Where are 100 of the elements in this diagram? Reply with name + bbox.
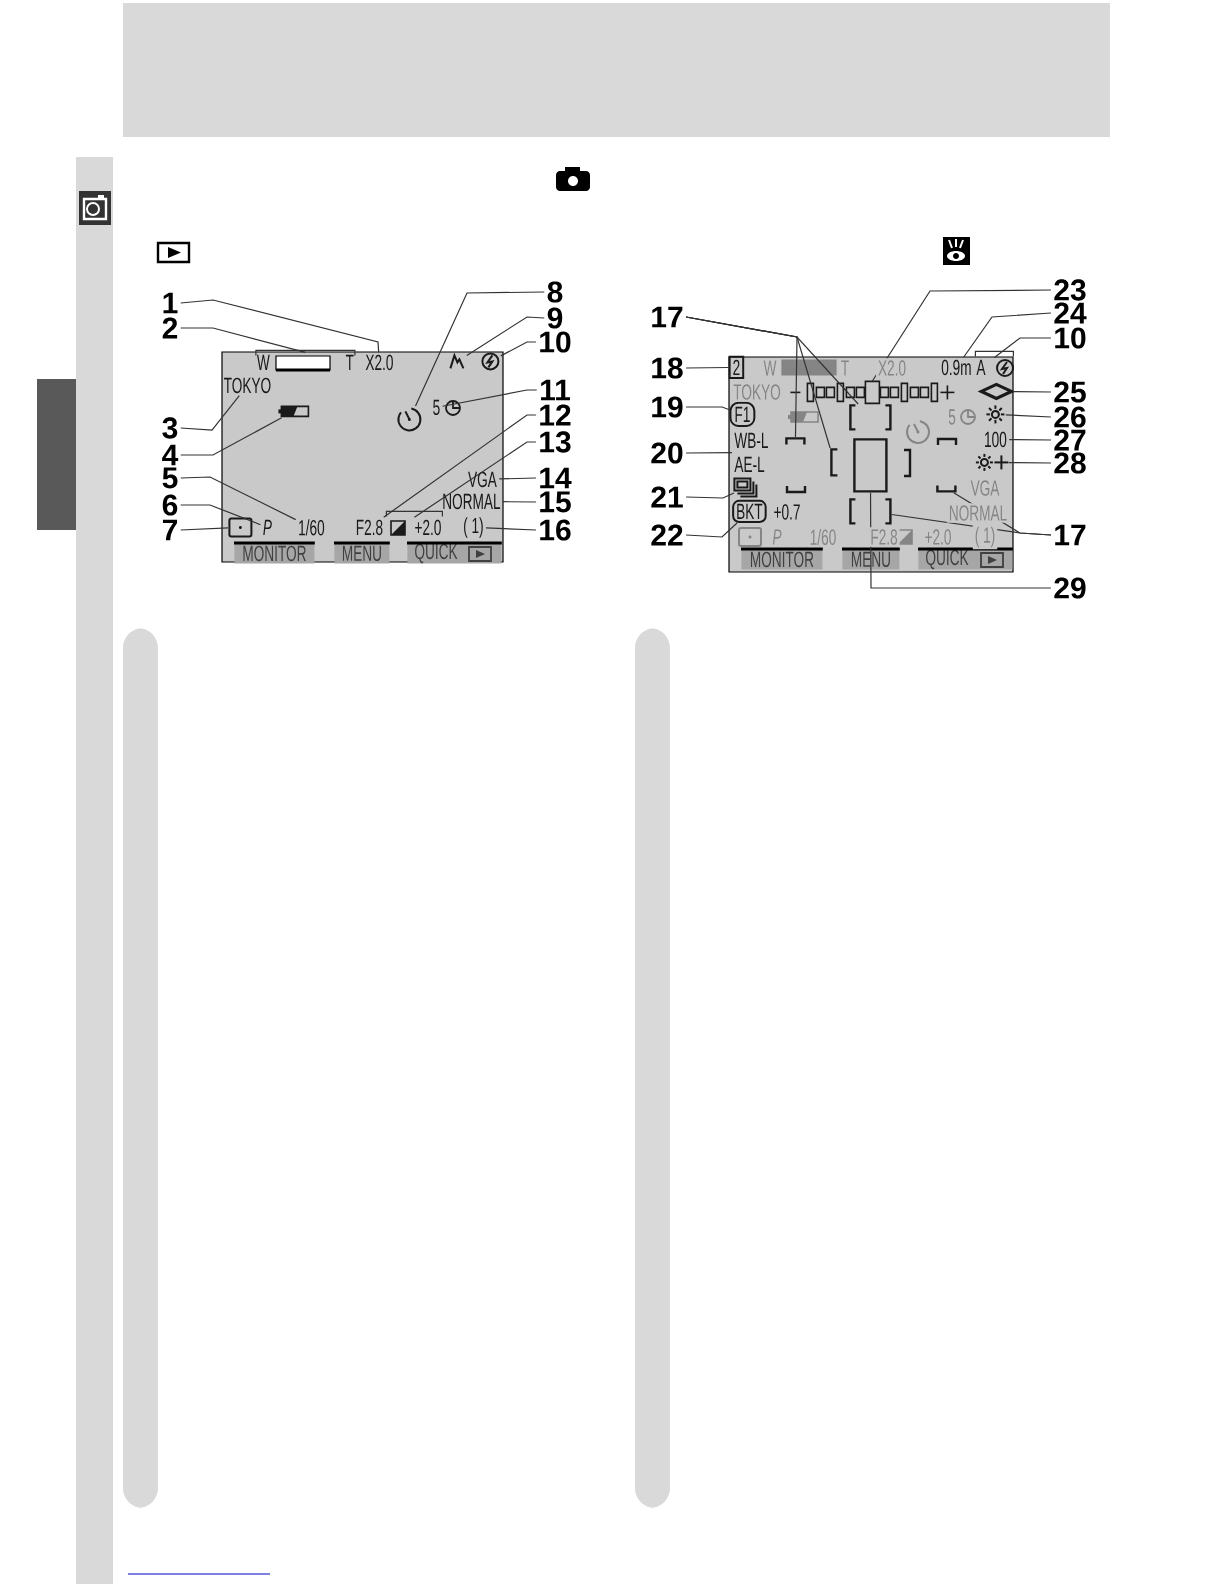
callout-number: 20 [651, 442, 683, 464]
battery-icon [278, 405, 310, 418]
display-text: P [263, 519, 272, 535]
callout-number: 24 [1054, 302, 1087, 324]
leader-line [871, 289, 1052, 382]
callout-number: 2 [162, 317, 178, 339]
display-text: 5 [433, 399, 440, 416]
callout-number: 6 [162, 494, 178, 516]
leader-line [963, 312, 1052, 358]
display-text: +2.0 [385, 510, 443, 536]
callout-number: 22 [651, 524, 683, 546]
callout-number: 12 [540, 404, 571, 426]
metering-icon [228, 517, 253, 538]
framed-text: 2 [728, 355, 745, 380]
display-text: P [770, 527, 784, 547]
leader-line [1008, 461, 1052, 464]
display-text: VGA [468, 471, 497, 488]
focus-bracket [830, 448, 838, 477]
callout-number: 11 [541, 379, 570, 401]
leader-line [685, 316, 859, 405]
display-text: 5 [946, 407, 958, 427]
sun-plus-icon [974, 452, 1010, 472]
leader-line [466, 316, 545, 356]
leader-line [180, 327, 306, 354]
sun-icon [985, 404, 1006, 425]
leader-line [502, 501, 537, 503]
callout-number: 25 [1054, 381, 1086, 403]
callout-number: 28 [1054, 452, 1086, 474]
display-text: TOKYO [223, 377, 271, 394]
leader-line [685, 366, 730, 369]
callout-number: 8 [547, 281, 563, 303]
display-text: 1/60 [299, 519, 325, 536]
callout-number: 16 [540, 519, 571, 541]
self-timer-icon [397, 407, 422, 432]
focus-scale [789, 380, 956, 405]
leader-line [500, 341, 537, 357]
callout-number: 27 [1054, 429, 1086, 451]
callout-number: 17 [1055, 524, 1086, 546]
leader-line [685, 522, 738, 538]
leader-line [993, 337, 1052, 359]
display-text: 100 [985, 431, 1007, 448]
focus-bracket [936, 485, 957, 493]
display-text: VGA [968, 478, 1002, 498]
display-text: X2.0 [365, 354, 393, 371]
callout-number: 18 [652, 357, 683, 379]
leader-line [180, 417, 283, 456]
callout-number: 1 [163, 292, 178, 314]
leader-line [498, 477, 537, 480]
callout-number: 29 [1054, 577, 1086, 599]
callout-number: 26 [1054, 406, 1086, 428]
soft-key: MONITOR [234, 541, 315, 564]
callout-number: 9 [547, 307, 563, 329]
mountain-icon [449, 352, 465, 370]
callout-number: 23 [1054, 279, 1086, 301]
leader-line [1005, 414, 1052, 418]
leader-line [180, 527, 229, 531]
callout-number: 14 [540, 467, 572, 489]
leader-line [180, 476, 297, 521]
display-text: +2.0 [922, 527, 954, 547]
callout-number: 13 [540, 431, 571, 453]
continuous-shooting-icon [733, 477, 758, 498]
leader-line [180, 504, 262, 526]
leader-line [485, 527, 537, 531]
leader-line [685, 451, 733, 454]
callout-number: 3 [162, 417, 178, 439]
soft-key: QUICK [407, 541, 502, 564]
display-text: +0.7 [771, 502, 803, 522]
leader-line [180, 395, 240, 431]
callout-number: 7 [162, 519, 178, 541]
leader-line [1012, 390, 1052, 393]
soft-key: QUICK [918, 547, 1013, 570]
focus-bracket [785, 437, 806, 445]
callout-number: 17 [652, 306, 683, 328]
leader-line [413, 441, 537, 518]
callout-number: 10 [540, 331, 571, 353]
display-text: X2.0 [876, 358, 909, 378]
leader-line [685, 492, 735, 499]
zoom-indicator: W T [255, 349, 356, 370]
leader-line [869, 492, 1052, 589]
callout-number: 19 [652, 396, 683, 418]
display-text: NORMAL [443, 493, 501, 510]
framed-text: BKT [732, 499, 767, 523]
focus-bracket [849, 498, 892, 525]
callout-number: 15 [540, 491, 571, 513]
display-text: F2.8 [356, 519, 383, 536]
flash-icon [481, 352, 500, 371]
display-text: WB-L AE-L [734, 432, 768, 472]
display-text: ( 1) [464, 517, 483, 538]
leader-line [685, 406, 731, 411]
callout-number: 4 [162, 444, 179, 466]
focus-frame [853, 438, 888, 493]
callout-number: 10 [1055, 327, 1086, 349]
display-text: NORMAL [946, 503, 1010, 523]
soft-key: MENU [334, 541, 390, 564]
leader-line [414, 291, 545, 407]
display-text: A [974, 350, 1014, 375]
leader-line [1008, 438, 1052, 441]
focus-bracket [849, 404, 892, 431]
leader-line [383, 414, 537, 518]
leader-line [442, 389, 538, 407]
